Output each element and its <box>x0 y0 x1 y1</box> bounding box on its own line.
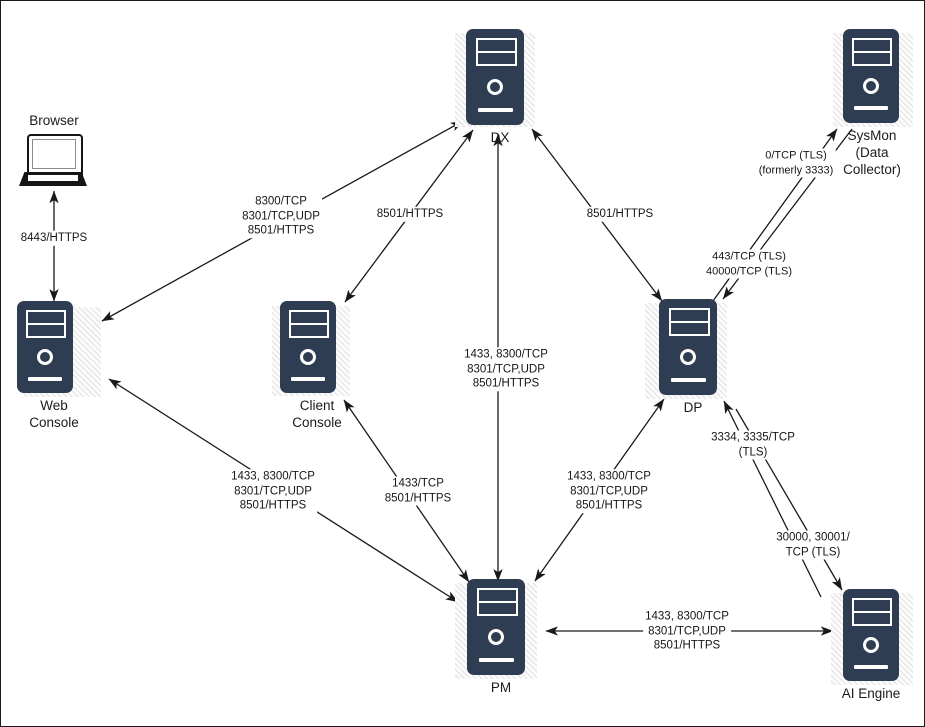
node-label-pm: PM <box>490 680 512 695</box>
edge-label-dp-sysmon: 0/TCP (TLS) (formerly 3333) <box>756 148 836 178</box>
edge-label-clientconsole-pm: 1433/TCP 8501/HTTPS <box>382 476 454 506</box>
edge-label-clientconsole-dx: 8501/HTTPS <box>374 206 446 222</box>
node-label-web-console-line2: Console <box>29 415 79 430</box>
node-dx[interactable]: DX <box>455 29 538 145</box>
node-label-client-console-line2: Console <box>292 415 342 430</box>
node-browser[interactable]: Browser <box>19 113 89 186</box>
edge-label-aiengine-dp: 3334, 3335/TCP (TLS) <box>709 430 797 460</box>
node-label-browser: Browser <box>29 113 79 128</box>
edge-label-dx-dp: 8501/HTTPS <box>584 206 656 222</box>
laptop-icon <box>19 134 87 186</box>
node-label-dp: DP <box>683 400 703 415</box>
node-sysmon[interactable]: SysMon (Data Collector) <box>833 29 917 177</box>
server-tower-icon <box>17 301 73 393</box>
edge-label-dp-pm: 1433, 8300/TCP 8301/TCP,UDP 8501/HTTPS <box>565 469 653 513</box>
node-label-web-console-line1: Web <box>40 398 68 413</box>
edge-label-sysmon-dp: 443/TCP (TLS) 40000/TCP (TLS) <box>703 249 795 279</box>
server-tower-icon <box>843 29 899 123</box>
edge-label-dp-aiengine: 30000, 30001/ TCP (TLS) <box>774 530 852 560</box>
node-label-ai-engine: AI Engine <box>841 686 901 701</box>
node-label-sysmon-line3: Collector) <box>843 162 901 177</box>
node-pm[interactable]: PM <box>455 579 538 695</box>
server-tower-icon <box>466 29 524 125</box>
edge-label-webconsole-dx: 8300/TCP 8301/TCP,UDP 8501/HTTPS <box>240 194 322 238</box>
node-label-sysmon-line1: SysMon <box>847 128 897 143</box>
server-tower-icon <box>843 589 899 681</box>
node-label-dx: DX <box>490 130 510 145</box>
edge-label-webconsole-pm: 1433, 8300/TCP 8301/TCP,UDP 8501/HTTPS <box>229 469 317 513</box>
node-ai-engine[interactable]: AI Engine <box>831 589 917 701</box>
node-label-sysmon-line2: (Data <box>855 145 889 160</box>
node-label-client-console-line1: Client <box>299 398 335 413</box>
server-tower-icon <box>280 301 336 393</box>
server-tower-icon <box>467 579 525 675</box>
edge-label-browser-webconsole: 8443/HTTPS <box>18 230 90 246</box>
node-web-console[interactable]: Web Console <box>15 301 101 430</box>
edge-label-pm-aiengine: 1433, 8300/TCP 8301/TCP,UDP 8501/HTTPS <box>643 609 731 653</box>
server-tower-icon <box>659 299 717 395</box>
node-client-console[interactable]: Client Console <box>272 301 356 430</box>
edge-label-dx-pm: 1433, 8300/TCP 8301/TCP,UDP 8501/HTTPS <box>462 347 550 391</box>
node-dp[interactable]: DP <box>645 299 729 415</box>
